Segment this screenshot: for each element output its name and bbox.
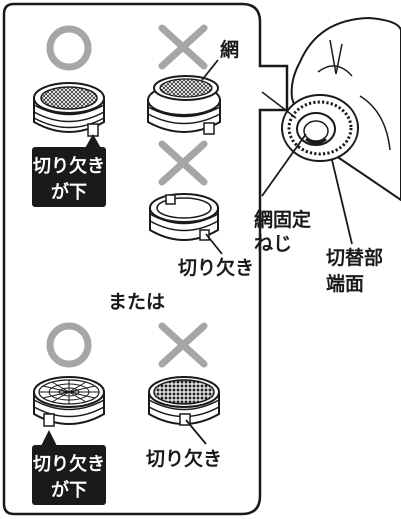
aerator-correct-2	[33, 376, 105, 427]
aerator-wrong-ring	[149, 193, 219, 241]
leader-switch-face	[331, 159, 353, 245]
label-mesh: 網	[220, 38, 239, 61]
wrong-symbol-1	[158, 24, 208, 70]
label-or: または	[108, 291, 165, 313]
label-notch-1: 切り欠き	[178, 256, 254, 279]
pointer-notch-down-1	[84, 134, 102, 150]
badge-notch-down-1-l1: 切り欠き	[33, 155, 105, 177]
switch-end-face	[281, 94, 359, 162]
badge-notch-down-2	[32, 445, 106, 505]
label-mesh-screw-l1: 網固定	[254, 208, 311, 231]
wrong-symbol-2	[158, 140, 208, 186]
correct-symbol-1	[46, 25, 92, 71]
label-mesh-screw-l2: ねじ	[254, 233, 292, 255]
leader-notch-2	[185, 419, 207, 445]
leader-mesh-screw	[261, 133, 307, 197]
label-notch-2: 切り欠き	[146, 447, 222, 470]
aerator-correct-1	[33, 82, 105, 137]
label-switch-face-l2: 端面	[326, 272, 364, 295]
faucet-spout	[281, 16, 401, 202]
pointer-notch-down-2	[40, 430, 58, 448]
aerator-wrong-mesh	[147, 75, 221, 135]
leader-mesh	[201, 59, 219, 81]
correct-symbol-2	[46, 322, 92, 368]
aerator-wrong-grid	[148, 376, 220, 426]
leader-notch-1	[205, 233, 223, 255]
label-switch-face-l1: 切替部	[326, 246, 383, 269]
badge-notch-down-1	[32, 147, 106, 207]
badge-notch-down-1-l2: が下	[51, 181, 87, 203]
wrong-symbol-3	[158, 322, 208, 368]
badge-notch-down-2-l1: 切り欠き	[33, 453, 105, 475]
badge-notch-down-2-l2: が下	[51, 479, 87, 501]
